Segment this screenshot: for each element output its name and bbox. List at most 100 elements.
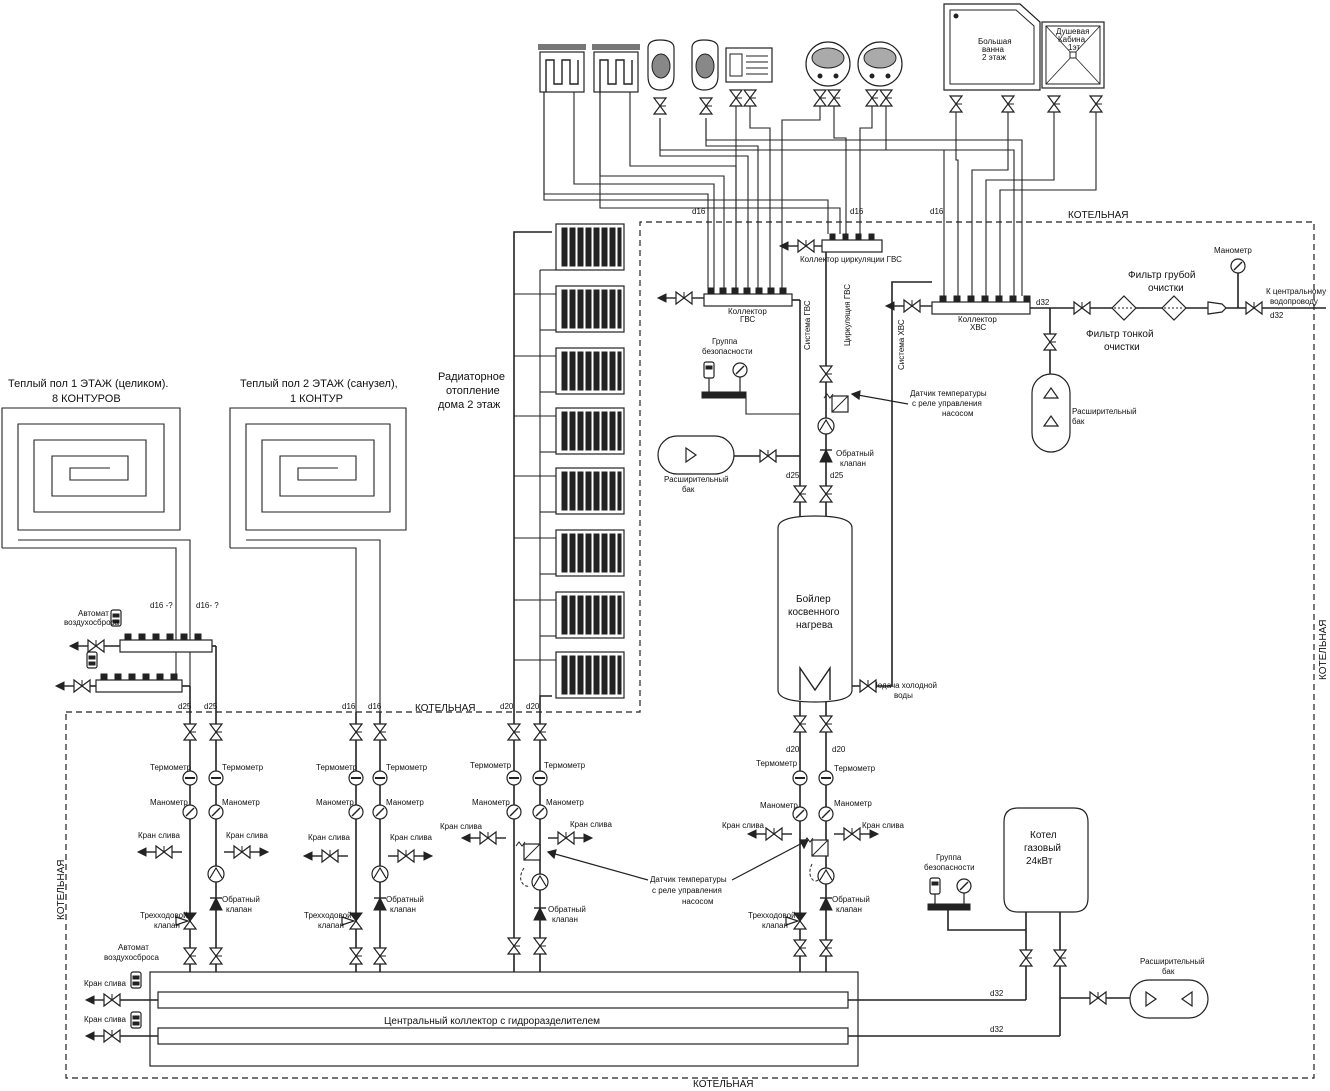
circuit1-manometer-icon-b	[208, 804, 224, 820]
gas-safety-label-1: Группа	[936, 853, 962, 862]
circuit4-three-way-label-1: Трехходовой	[748, 911, 796, 920]
circuit2-manometer-icon-a	[348, 804, 364, 820]
inlet-d32-a: d32	[1036, 298, 1050, 307]
gvs-collector-label-2: ГВС	[740, 315, 755, 324]
circuit2-manometer-label-a: Манометр	[316, 798, 354, 807]
basin2-valve-a[interactable]	[865, 89, 879, 107]
circuit2-valve-c[interactable]	[349, 947, 363, 965]
circuit3-manometer-icon-a	[506, 804, 522, 820]
circuit1-valve-b[interactable]	[209, 723, 223, 741]
circuit4-valve-c[interactable]	[793, 939, 807, 957]
circuit4-valve-a[interactable]	[793, 715, 807, 733]
circuit3-thermometer-label-b: Термометр	[544, 761, 586, 770]
inlet-exp-tank-label-1: Расширительный	[1072, 407, 1137, 416]
boiler-exp-valve[interactable]	[759, 449, 777, 463]
circuit2-drain-right[interactable]	[388, 850, 432, 862]
circuit3-valve-d[interactable]	[533, 937, 547, 955]
washbasin-1	[805, 41, 851, 87]
circuit1-valve-a[interactable]	[183, 723, 197, 741]
hvs-drain[interactable]	[884, 299, 932, 313]
circuit3-drain-left[interactable]	[462, 832, 506, 844]
shower-valve-b[interactable]	[1089, 95, 1103, 113]
circuit3-valve-a[interactable]	[507, 723, 521, 741]
central-air-vent-icon	[130, 971, 142, 989]
inlet-exp-valve[interactable]	[1043, 333, 1057, 351]
floor1-diameter-2: d16- ?	[196, 601, 219, 610]
bath-label-3: 2 этаж	[982, 53, 1007, 62]
circuit1-valve-c[interactable]	[183, 947, 197, 965]
circuit1-three-way-label-1: Трехходовой	[140, 911, 188, 920]
circuit3-valve-b[interactable]	[533, 723, 547, 741]
inlet-d32-b: d32	[1270, 311, 1284, 320]
boiler-pump-icon	[817, 417, 835, 435]
circuit2-pump-icon	[371, 865, 389, 883]
circuit2-check-valve-icon	[373, 897, 387, 911]
gas-boiler-label-1: Котел	[1030, 830, 1057, 841]
circuit2-thermometer-label-a: Термометр	[316, 763, 358, 772]
sink-valve-a[interactable]	[729, 89, 743, 107]
circuit2-valve-a[interactable]	[349, 723, 363, 741]
boiler-sensor-label-1: Датчик температуры	[910, 389, 987, 398]
gvs-collector-label-1: Коллектор	[728, 307, 767, 316]
boiler-check-label-1: Обратный	[836, 449, 874, 458]
circuit1-valve-d[interactable]	[209, 947, 223, 965]
floor2-d16-a: d16	[342, 702, 356, 711]
boiler-valve-a[interactable]	[793, 485, 807, 503]
gas-boiler-valve-a[interactable]	[1019, 949, 1033, 967]
shower-valve-a[interactable]	[1047, 95, 1061, 113]
circuit3-drain-label-b: Кран слива	[570, 820, 612, 829]
sink-valve-b[interactable]	[743, 89, 757, 107]
fine-filter-label-2: очистки	[1104, 342, 1140, 353]
circuit1-manometer-label-a: Манометр	[150, 798, 188, 807]
boiler-circ-valve[interactable]	[819, 365, 833, 383]
circuit2-valve-b[interactable]	[373, 723, 387, 741]
toilet-1	[647, 39, 675, 91]
gas-safety-group	[927, 877, 972, 911]
radiators-label-3: дома 2 этаж	[438, 399, 501, 411]
bath-valve-a[interactable]	[949, 95, 963, 113]
bathtub	[943, 3, 1041, 91]
circuit1-drain-right[interactable]	[224, 846, 268, 858]
central-supply-label-1: К центральному	[1266, 287, 1326, 296]
floor1-drain-supply[interactable]	[68, 639, 120, 653]
toilet1-valve[interactable]	[653, 97, 667, 115]
circuit4-valve-b[interactable]	[819, 715, 833, 733]
central-drain-top[interactable]	[84, 993, 121, 1007]
basin2-valve-b[interactable]	[879, 89, 893, 107]
bath-valve-b[interactable]	[1001, 95, 1015, 113]
circuit1-manometer-icon-a	[182, 804, 198, 820]
circuit1-thermometer-label-a: Термометр	[150, 763, 192, 772]
system-hvs-label: Система ХВС	[897, 319, 906, 370]
inlet-manometer-icon	[1230, 258, 1246, 274]
toilet2-valve[interactable]	[699, 97, 713, 115]
gvs-drain[interactable]	[656, 291, 704, 305]
circuit2-valve-d[interactable]	[373, 947, 387, 965]
circuit4-sensor-link	[809, 863, 819, 882]
boiler-valve-b[interactable]	[819, 485, 833, 503]
circuit1-drain-label-b: Кран слива	[226, 831, 268, 840]
radiators-label-2: отопление	[446, 385, 500, 397]
central-drain-bottom[interactable]	[84, 1029, 121, 1043]
inlet-valve-1[interactable]	[1073, 301, 1091, 315]
basin1-valve-a[interactable]	[813, 89, 827, 107]
basin1-valve-b[interactable]	[827, 89, 841, 107]
circuit4-drain-label-a: Кран слива	[722, 821, 764, 830]
boiler-room-label-right: КОТЕЛЬНАЯ	[1318, 619, 1329, 680]
floor2-d16-b: d16	[368, 702, 382, 711]
circ-drain[interactable]	[778, 239, 822, 253]
circuit2-thermometer-icon-a	[348, 770, 364, 786]
inlet-valve-2[interactable]	[1245, 301, 1263, 315]
circuit4-valve-d[interactable]	[819, 939, 833, 957]
gas-boiler-valve-b[interactable]	[1053, 949, 1067, 967]
boiler-cold-feed-valve[interactable]	[859, 679, 877, 693]
central-collector-label: Центральный коллектор с гидроразделителе…	[384, 1016, 600, 1027]
gas-exp-tank-valve[interactable]	[1089, 991, 1107, 1005]
circuit1-drain-left[interactable]	[138, 846, 182, 858]
circuit3-thermometer-icon-b	[532, 770, 548, 786]
shower-label-3: 1эт	[1068, 43, 1080, 52]
circuit3-valve-c[interactable]	[507, 937, 521, 955]
floor1-drain-return[interactable]	[54, 679, 96, 693]
circuit3-drain-right[interactable]	[548, 832, 592, 844]
circuit4-check-valve-icon	[819, 897, 833, 911]
circuit2-drain-left[interactable]	[304, 850, 348, 862]
